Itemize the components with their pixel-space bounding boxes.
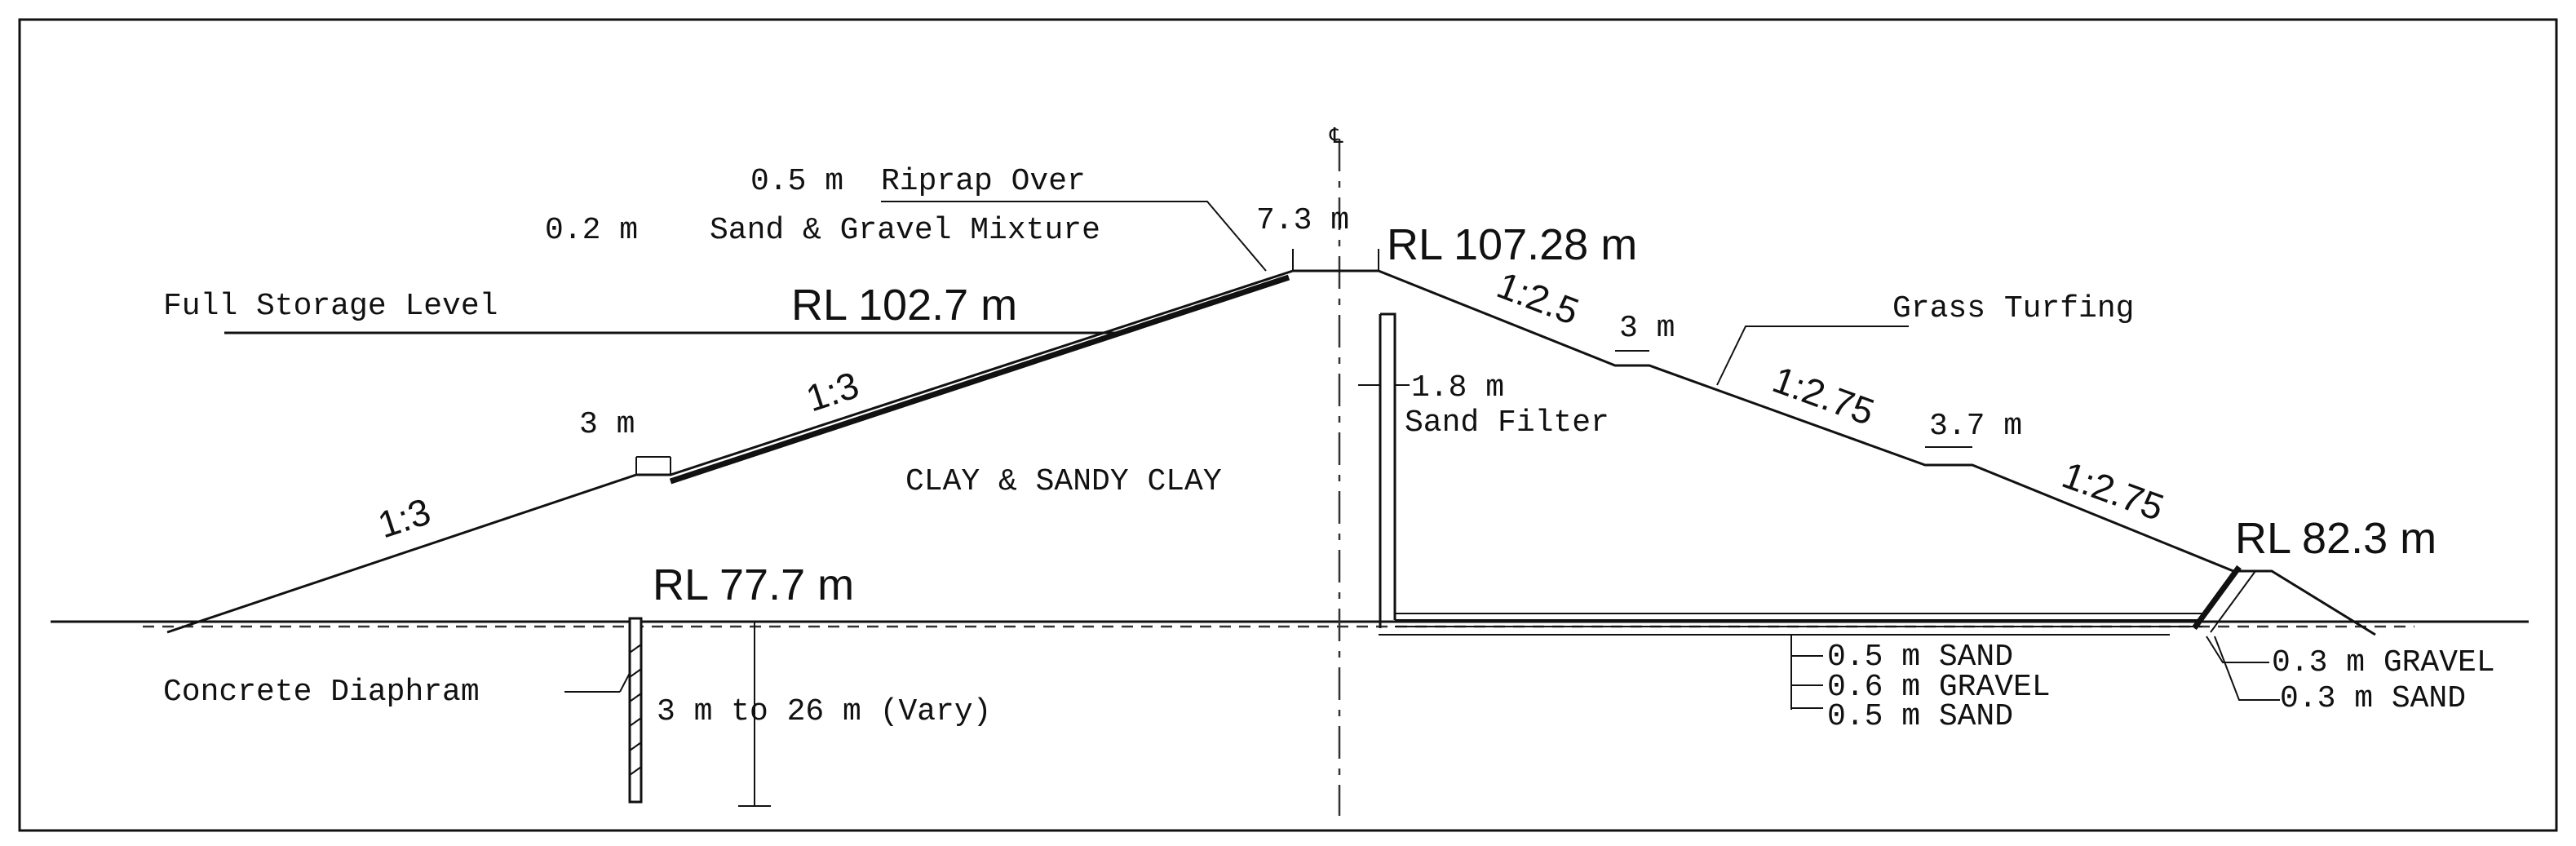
riprap-layer — [669, 274, 1290, 485]
toe-rl-label: RL 82.3 m — [2235, 514, 2437, 563]
riprap-thickness-label: 0.5 m — [750, 164, 843, 199]
toe-sand-label: 0.3 m SAND — [2280, 681, 2466, 716]
downstream-slope — [1378, 269, 2376, 636]
concrete-diaphram-label: Concrete Diaphram — [163, 675, 480, 710]
crest-width-label: 7.3 m — [1256, 203, 1349, 238]
grass-turfing-leader — [1716, 326, 1909, 386]
mix-label: Sand & Gravel Mixture — [710, 213, 1100, 248]
crest-rl-label: RL 107.28 m — [1387, 220, 1637, 269]
toe-gravel-label: 0.3 m GRAVEL — [2272, 645, 2495, 680]
concrete-diaphram — [628, 617, 643, 804]
blanket-sand-top-label: 0.5 m SAND — [1827, 640, 2013, 675]
sand-filter-vertical — [1380, 312, 1396, 620]
grass-turfing-label: Grass Turfing — [1892, 291, 2134, 326]
toe-gravel-leader — [2206, 636, 2269, 663]
slope-us-lower-label: 1:3 — [373, 489, 436, 546]
sand-filter-label: Sand Filter — [1405, 405, 1609, 441]
blanket-gravel-label: 0.6 m GRAVEL — [1827, 670, 2051, 705]
toe-sand-leader — [2214, 636, 2280, 701]
blanket-sand-bottom-label: 0.5 m SAND — [1827, 699, 2013, 734]
berm-ds-lower-label: 3.7 m — [1929, 409, 2022, 444]
core-material-label: CLAY & SANDY CLAY — [905, 464, 1222, 499]
slope-ds-2-label: 1:2.75 — [1768, 358, 1880, 434]
slope-ds-3-label: 1:2.75 — [2057, 454, 2170, 529]
full-storage-level-label: Full Storage Level — [163, 289, 498, 324]
filter-width-label: 1.8 m — [1411, 370, 1504, 405]
mix-thickness-label: 0.2 m — [545, 213, 638, 248]
riprap-leader — [881, 201, 1267, 272]
berm-ds-upper-label: 3 m — [1619, 311, 1675, 346]
ground-rl-label: RL 77.7 m — [653, 560, 854, 609]
diaphram-depth-label: 3 m to 26 m (Vary) — [657, 694, 991, 729]
drawing-frame — [18, 18, 2558, 832]
slope-us-upper-label: 1:3 — [801, 363, 864, 419]
upstream-slope — [166, 269, 1294, 634]
centerline-symbol: ℄ — [1329, 125, 1343, 149]
riprap-label: Riprap Over — [881, 164, 1086, 199]
fsl-rl-label: RL 102.7 m — [791, 281, 1017, 330]
toe-drain-layers — [2192, 565, 2242, 631]
berm-us-label: 3 m — [579, 407, 635, 442]
